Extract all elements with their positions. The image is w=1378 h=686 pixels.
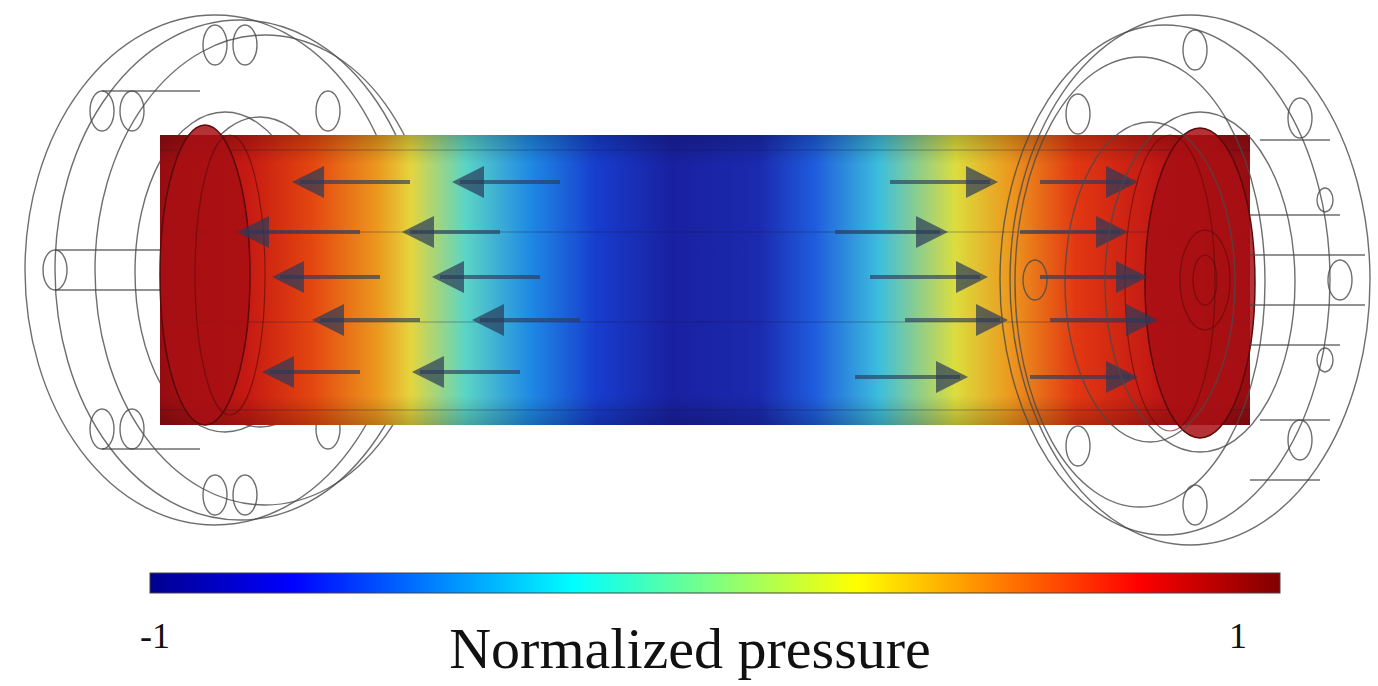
colorbar-tick: 1	[1229, 618, 1247, 654]
colorbar-title: Normalized pressure	[449, 620, 931, 678]
colorbar-tick: -1	[140, 618, 170, 654]
